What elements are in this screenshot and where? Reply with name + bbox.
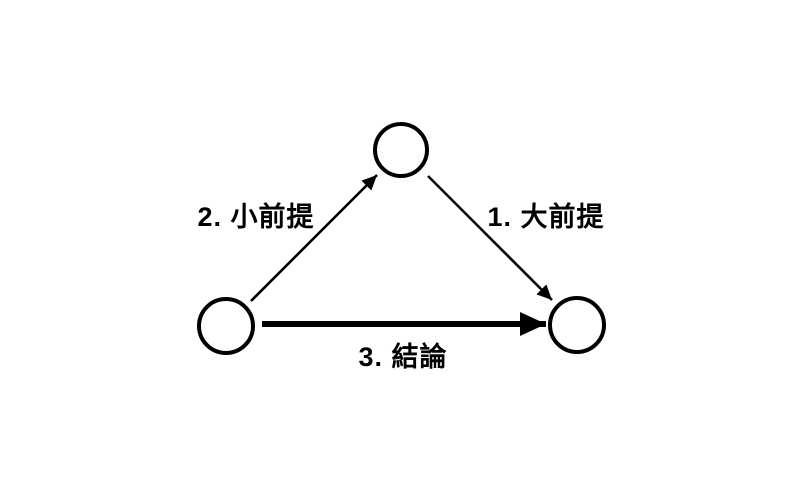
edge-major-premise-arrow: [427, 175, 553, 301]
node-bottom-left: [197, 297, 255, 355]
node-bottom-right: [548, 296, 606, 354]
edge-label-minor-premise: 2. 小前提: [197, 201, 314, 232]
edge-minor-premise-arrow: [250, 174, 378, 302]
edge-label-conclusion: 3. 結論: [358, 341, 447, 372]
node-top: [373, 122, 429, 178]
edge-label-major-premise: 1. 大前提: [487, 201, 604, 232]
